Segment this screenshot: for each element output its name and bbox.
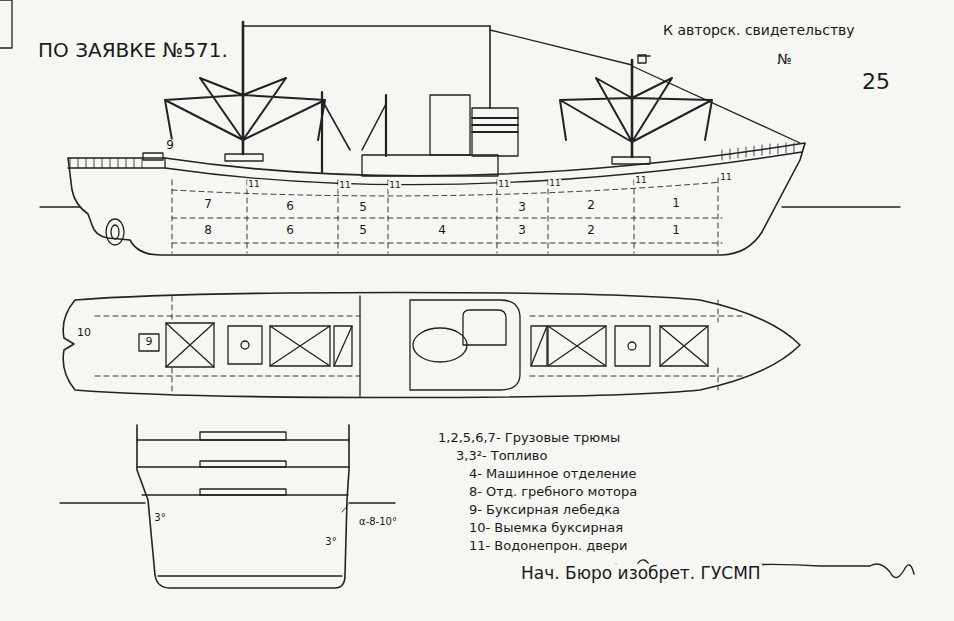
legend-text: 4- Машинное отделение [468,467,637,481]
legend-text: 9- Буксирная лебедка [468,503,621,517]
callout-number: 11 [338,181,351,191]
angle-label: α-8-10° [358,516,398,527]
callout-number: 3 [517,201,527,214]
legend-text: 11- Водонепрон. двери [468,539,629,553]
callout-number: 11 [719,173,732,183]
callout-number: 1 [671,224,681,237]
callout-number: 11 [497,180,510,190]
page-number: 25 [861,70,891,94]
callout-number: 9 [165,139,175,152]
callout-number: 11 [247,180,260,190]
corner-mark [0,0,12,48]
callout-number: 2 [586,224,596,237]
callout-number: 11 [388,181,401,191]
cross-section [60,425,395,588]
legend-text: 8- Отд. гребного мотора [468,485,638,499]
angle-label: 3° [153,512,166,523]
callout-number: 3 [517,224,527,237]
callout-number: 6 [285,200,295,213]
callout-number: 6 [285,224,295,237]
callout-number: 5 [358,201,368,214]
callout-number: 7 [203,198,213,211]
note-text: № [776,52,793,67]
callout-number: 2 [586,199,596,212]
angle-label: 3° [324,536,337,547]
callout-number: 10 [76,327,92,339]
note-text: К авторск. свидетельству [662,23,856,38]
callout-number: 1 [671,197,681,210]
legend-text: 10- Выемка буксирная [468,521,624,535]
callout-number: 4 [437,224,447,237]
callout-number: 11 [634,176,647,186]
callout-number: 11 [548,179,561,189]
callout-number: 9 [145,336,154,348]
title-text: ПО ЗАЯВКЕ №571. [38,39,228,61]
office-text: Нач. Бюро изобрет. ГУСМП [520,564,762,583]
plan-view [63,293,800,398]
callout-number: 8 [203,224,213,237]
legend-text: 1,2,5,6,7- Грузовые трюмы [437,431,621,445]
legend-text: 3,3²- Топливо [455,449,548,463]
callout-number: 5 [358,224,368,237]
